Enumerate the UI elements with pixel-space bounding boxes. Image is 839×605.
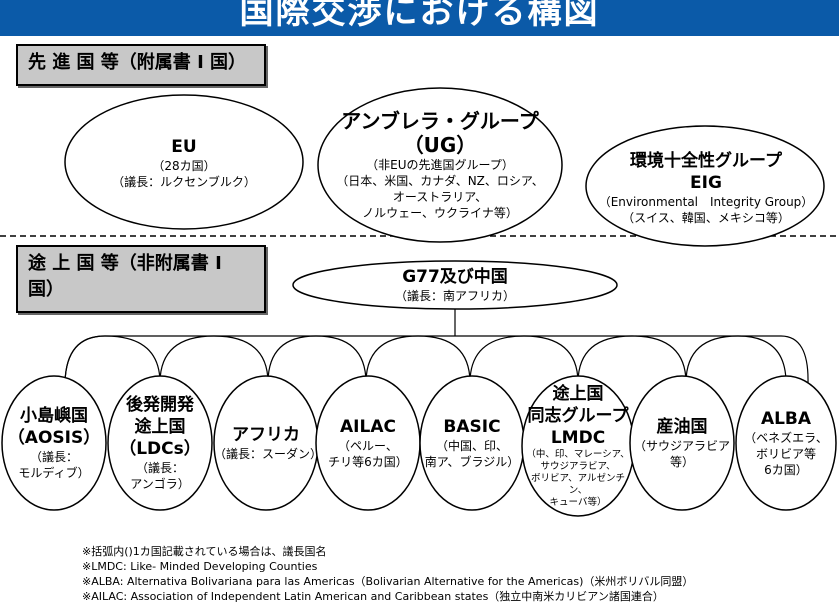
- annex1-label: 先 進 国 等（附属書 I 国）: [28, 52, 247, 73]
- ldcs-node: 後発開発 途上国 （LDCs） （議長： アンゴラ）: [108, 376, 212, 510]
- alba-name: ALBA: [760, 409, 812, 429]
- lmdc-members-line3: ボリビア、アルゼンチン、: [531, 473, 625, 496]
- basic-members-line1: （中国、印、: [435, 439, 508, 453]
- africa-chair: （議長：スーダン）: [214, 447, 323, 461]
- ug-members-line3: ノルウェー、ウクライナ等）: [362, 206, 518, 220]
- ldcs-chair-label: （議長：: [135, 461, 184, 475]
- footnote-chair: ※括弧内()1カ国記載されている場合は、議長国名: [82, 545, 327, 558]
- ug-members-line2: オーストラリア、: [392, 190, 488, 204]
- eu-count: （28カ国）: [152, 159, 216, 173]
- ug-ellipse: [317, 87, 563, 243]
- eig-members: （スイス、韓国、メキシコ等）: [622, 211, 790, 225]
- ailac-members-line2: チリ等6カ国）: [328, 455, 408, 469]
- oil-members: （サウジアラビア等）: [633, 439, 730, 469]
- oil-name: 産油国: [656, 417, 708, 437]
- eu-chair: （議長：ルクセンブルク）: [112, 175, 256, 189]
- lmdc-members-line1: （中、印、マレーシア、: [526, 449, 630, 460]
- ldcs-chair: アンゴラ）: [130, 477, 190, 491]
- ldcs-ellipse: [107, 375, 213, 511]
- footnotes: ※括弧内()1カ国記載されている場合は、議長国名 ※LMDC: Like- Mi…: [82, 544, 693, 604]
- lmdc-members-line2: サウジアラビア、: [540, 461, 616, 472]
- oil-node: 産油国 （サウジアラビア等）: [630, 376, 734, 510]
- ug-name: アンブレラ・グループ: [341, 109, 539, 133]
- nonannex-label-line1: 途 上 国 等（非附属書 I: [28, 253, 222, 274]
- ldcs-name-line1: 後発開発: [126, 395, 194, 415]
- g77-node: G77及び中国 （議長：南アフリカ）: [293, 261, 617, 309]
- eig-fullname: （Environmental Integrity Group）: [598, 195, 814, 209]
- aosis-name: 小島嶼国: [20, 406, 88, 426]
- ug-node: アンブレラ・グループ （UG） （非EUの先進国グループ） （日本、米国、カナダ…: [318, 88, 562, 242]
- page-title: 国際交渉における構図: [239, 0, 600, 32]
- lmdc-members-line4: キューバ等）: [549, 497, 607, 508]
- lmdc-node: 途上国 同志グループ LMDC （中、印、マレーシア、 サウジアラビア、 ボリビ…: [522, 376, 634, 516]
- nonannex-label-box: 途 上 国 等（非附属書 I 国）: [16, 245, 266, 313]
- title-bar: 国際交渉における構図: [0, 0, 839, 36]
- ug-members-line1: （日本、米国、カナダ、NZ、ロシア、: [336, 174, 544, 188]
- basic-members-line2: 南ア、ブラジル）: [424, 455, 520, 469]
- eig-node: 環境十全性グループ EIG （Environmental Integrity G…: [588, 128, 824, 248]
- alba-members-line2: ボリビア等: [755, 447, 816, 461]
- lmdc-name-line1: 途上国: [552, 384, 604, 404]
- ailac-node: AILAC （ペルー、 チリ等6カ国）: [316, 376, 420, 510]
- basic-name: BASIC: [443, 417, 501, 437]
- lmdc-abbr: LMDC: [550, 428, 606, 448]
- annex1-label-box: 先 進 国 等（附属書 I 国）: [16, 44, 266, 86]
- branch-arcs: [64, 335, 787, 384]
- lmdc-name-line2: 同志グループ: [527, 406, 629, 426]
- alba-members-line3: 6カ国）: [764, 463, 808, 477]
- africa-name: アフリカ: [232, 425, 300, 445]
- nonannex-label-line2: 国）: [28, 279, 64, 300]
- g77-chair: （議長：南アフリカ）: [394, 289, 515, 303]
- alba-ellipse: [735, 375, 837, 511]
- ldcs-name-line2: 途上国: [134, 417, 186, 437]
- ailac-members-line1: （ペルー、: [338, 439, 398, 453]
- eig-name: 環境十全性グループ: [630, 151, 782, 171]
- oil-ellipse: [629, 375, 735, 511]
- africa-node: アフリカ （議長：スーダン）: [214, 376, 323, 510]
- g77-ellipse: [292, 260, 618, 310]
- ug-desc: （非EUの先進国グループ）: [366, 158, 514, 172]
- eu-ellipse: [64, 94, 304, 230]
- aosis-ellipse: [1, 375, 107, 511]
- eig-abbr: EIG: [690, 173, 722, 193]
- aosis-chair-label: （議長：: [29, 450, 78, 464]
- eu-node: EU （28カ国） （議長：ルクセンブルク）: [66, 96, 302, 230]
- aosis-chair: モルディブ）: [18, 466, 90, 480]
- aosis-node: 小島嶼国 （AOSIS） （議長： モルディブ）: [2, 376, 106, 510]
- g77-name: G77及び中国: [402, 267, 508, 287]
- basic-node: BASIC （中国、印、 南ア、ブラジル）: [420, 376, 524, 510]
- alba-members-line1: （ベネズエラ、: [744, 431, 828, 445]
- eig-ellipse: [585, 125, 825, 247]
- aosis-abbr: （AOSIS）: [7, 428, 101, 448]
- footnote-lmdc: ※LMDC: Like- Minded Developing Counties: [82, 560, 318, 573]
- ailac-name: AILAC: [340, 417, 396, 437]
- ug-abbr: （UG）: [403, 133, 477, 157]
- footnote-alba: ※ALBA: Alternativa Bolivariana para las …: [82, 575, 694, 588]
- footnote-ailac: ※AILAC: Association of Independent Latin…: [82, 590, 664, 603]
- ldcs-abbr: （LDCs）: [119, 439, 201, 459]
- eu-name: EU: [171, 137, 197, 157]
- alba-node: ALBA （ベネズエラ、 ボリビア等 6カ国）: [736, 376, 836, 510]
